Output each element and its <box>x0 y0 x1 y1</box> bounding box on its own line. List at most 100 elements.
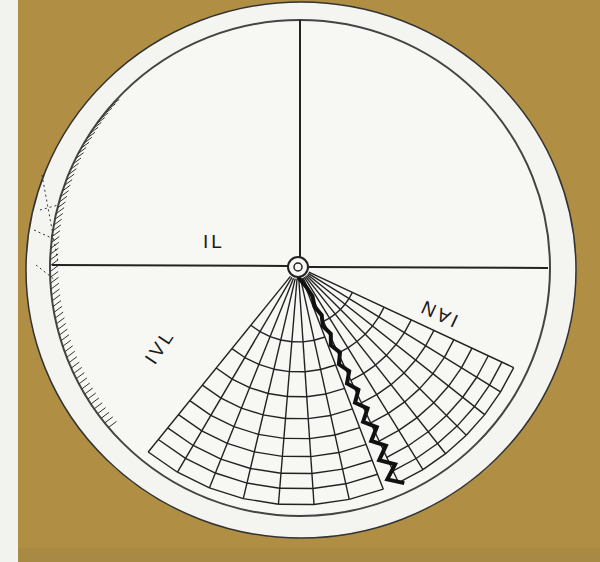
stroke <box>221 459 250 468</box>
stroke <box>335 428 360 435</box>
stroke <box>461 348 472 368</box>
stroke <box>50 248 58 254</box>
stroke <box>79 378 87 384</box>
stroke <box>56 318 64 324</box>
stroke <box>263 415 285 419</box>
stroke <box>286 418 309 420</box>
stroke <box>211 415 234 426</box>
dial-inscription: IL <box>201 231 227 252</box>
stroke <box>227 443 254 452</box>
stroke <box>396 333 404 345</box>
stroke <box>404 320 411 333</box>
stroke <box>329 314 335 318</box>
stroke <box>50 272 58 278</box>
stroke <box>258 434 283 438</box>
stroke <box>148 452 177 472</box>
stroke <box>307 394 326 397</box>
stroke <box>281 340 292 342</box>
gnomon-hole <box>294 263 302 271</box>
stroke <box>55 213 63 219</box>
stroke <box>304 277 423 469</box>
stroke <box>50 266 58 272</box>
stroke <box>52 295 60 301</box>
stroke <box>178 415 201 431</box>
stroke <box>232 349 245 358</box>
stroke <box>73 158 81 164</box>
stroke <box>216 368 232 379</box>
stroke <box>474 385 489 406</box>
stroke <box>379 430 399 441</box>
stroke <box>82 383 90 389</box>
stroke <box>234 427 259 435</box>
stroke <box>55 312 63 318</box>
stroke <box>466 415 484 436</box>
stroke <box>312 469 343 473</box>
stroke <box>278 503 314 505</box>
stroke <box>331 409 353 416</box>
stroke <box>289 371 305 373</box>
stroke <box>88 393 96 399</box>
stroke <box>326 388 345 394</box>
stroke <box>377 385 391 395</box>
stroke <box>61 335 69 341</box>
stroke <box>51 237 59 243</box>
stroke <box>292 341 303 342</box>
stroke <box>335 309 340 314</box>
horizon-line <box>52 265 288 266</box>
stroke <box>85 388 93 394</box>
stroke <box>446 397 462 415</box>
stroke <box>111 99 119 105</box>
stroke <box>426 330 434 345</box>
stroke <box>53 225 61 231</box>
stroke <box>260 332 270 337</box>
stroke <box>305 370 321 372</box>
stroke <box>457 407 474 427</box>
stroke <box>81 142 89 148</box>
stroke <box>243 499 278 505</box>
stroke <box>270 337 281 340</box>
stroke <box>202 431 227 444</box>
stroke <box>158 440 185 459</box>
stroke <box>310 435 335 439</box>
stroke <box>299 279 314 504</box>
dial-face <box>50 20 550 516</box>
stroke <box>84 137 92 143</box>
stroke <box>221 398 241 408</box>
stroke <box>58 323 66 329</box>
stroke <box>59 329 67 335</box>
stroke <box>177 472 209 488</box>
stroke <box>501 368 514 392</box>
stroke <box>54 219 62 225</box>
stroke <box>339 444 366 452</box>
stroke <box>446 435 467 453</box>
stroke <box>186 458 216 473</box>
stroke <box>340 304 345 309</box>
stroke <box>387 446 408 458</box>
stroke <box>250 468 281 473</box>
stroke <box>243 279 295 499</box>
stroke <box>108 421 116 427</box>
shadow-line <box>298 277 404 483</box>
shadow-hatching <box>50 99 119 427</box>
stroke <box>371 413 389 422</box>
stroke <box>280 488 313 490</box>
stroke <box>105 417 113 423</box>
stroke <box>91 398 99 404</box>
stroke <box>428 415 446 431</box>
stroke <box>420 374 433 389</box>
stroke <box>321 365 336 370</box>
stroke <box>65 346 73 352</box>
stroke <box>209 488 243 499</box>
stroke <box>40 205 58 210</box>
stroke <box>59 196 67 202</box>
stroke <box>57 202 65 208</box>
stroke <box>148 276 290 452</box>
stroke <box>313 484 346 489</box>
stroke <box>349 292 352 298</box>
meridian-line <box>299 20 301 258</box>
stroke <box>247 483 280 488</box>
stroke <box>365 326 372 334</box>
stroke <box>287 396 306 398</box>
stroke <box>343 460 373 469</box>
stroke <box>282 456 310 458</box>
